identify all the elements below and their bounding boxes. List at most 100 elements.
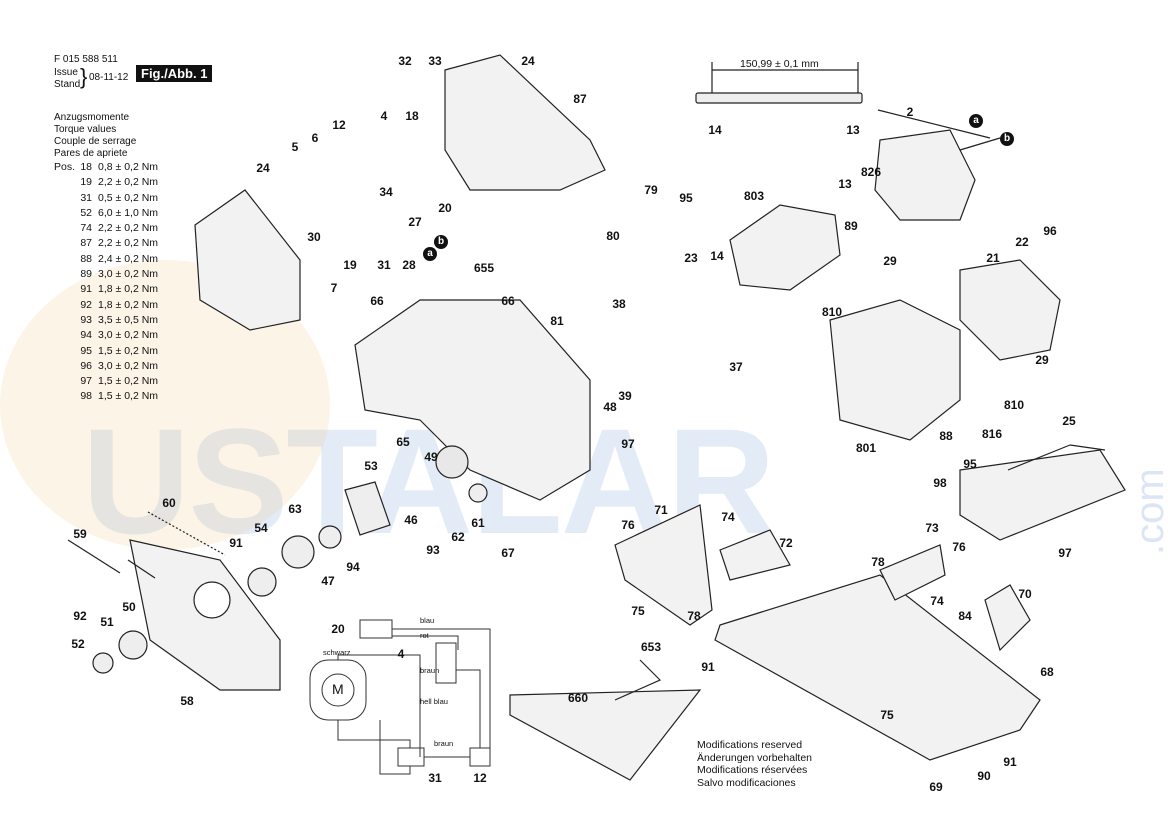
gear bbox=[435, 445, 469, 479]
callout-32: 32 bbox=[398, 54, 412, 68]
callout-27: 27 bbox=[408, 215, 422, 229]
torque-row: 91 1,8 ± 0,2 Nm bbox=[54, 282, 184, 297]
callout-14: 14 bbox=[710, 249, 724, 263]
callout-14: 14 bbox=[708, 123, 722, 137]
callout-31: 31 bbox=[428, 771, 442, 785]
callout-98: 98 bbox=[933, 476, 947, 490]
rip-fence bbox=[509, 689, 702, 781]
torque-value: 6,0 ± 1,0 Nm bbox=[98, 206, 159, 219]
callout-12: 12 bbox=[332, 118, 346, 132]
callout-90: 90 bbox=[977, 769, 991, 783]
washer-61 bbox=[468, 483, 488, 503]
bearing-plate bbox=[247, 567, 277, 597]
bracket-72 bbox=[719, 529, 791, 581]
torque-pos: 18 bbox=[80, 161, 92, 173]
torque-value: 2,4 ± 0,2 Nm bbox=[98, 252, 159, 265]
callout-78: 78 bbox=[871, 555, 885, 569]
torque-pos: 31 bbox=[80, 191, 92, 204]
callout-4: 4 bbox=[380, 109, 388, 123]
callout-91: 91 bbox=[229, 536, 243, 550]
callout-93: 93 bbox=[426, 543, 440, 557]
callout-91: 91 bbox=[701, 660, 715, 674]
callout-803: 803 bbox=[743, 189, 765, 203]
figure-label: Fig./Abb. 1 bbox=[136, 65, 213, 82]
callout-37: 37 bbox=[729, 360, 743, 374]
callout-61: 61 bbox=[471, 516, 485, 530]
callout-84: 84 bbox=[958, 609, 972, 623]
callout-75: 75 bbox=[880, 708, 894, 722]
torque-pos: 92 bbox=[80, 298, 92, 311]
callout-21: 21 bbox=[986, 251, 1000, 265]
torque-pos-label: Pos. bbox=[54, 161, 76, 173]
callout-94: 94 bbox=[346, 560, 360, 574]
callout-69: 69 bbox=[929, 780, 943, 794]
torque-pos: 91 bbox=[80, 283, 92, 296]
callout-81: 81 bbox=[550, 314, 564, 328]
callout-95: 95 bbox=[963, 457, 977, 471]
callout-54: 54 bbox=[254, 521, 268, 535]
callout-48: 48 bbox=[603, 400, 617, 414]
wire-label-rot: rot bbox=[420, 631, 429, 640]
end-cap bbox=[959, 259, 1061, 361]
connection-marker-b: b bbox=[1000, 132, 1014, 146]
torque-pos: 94 bbox=[80, 329, 92, 342]
callout-653: 653 bbox=[640, 640, 662, 654]
callout-38: 38 bbox=[612, 297, 626, 311]
armature-shaft bbox=[695, 92, 863, 104]
torque-value: 3,0 ± 0,2 Nm bbox=[98, 329, 159, 342]
wiring-diagram bbox=[309, 619, 491, 775]
callout-18: 18 bbox=[405, 109, 419, 123]
washer bbox=[92, 652, 114, 674]
callout-71: 71 bbox=[654, 503, 668, 517]
motor-symbol: M bbox=[332, 681, 344, 697]
issue-date: 08-11-12 bbox=[89, 72, 129, 83]
callout-66: 66 bbox=[370, 294, 384, 308]
callout-75: 75 bbox=[631, 604, 645, 618]
hex-key bbox=[614, 659, 662, 701]
callout-59: 59 bbox=[73, 527, 87, 541]
torque-value: 1,5 ± 0,2 Nm bbox=[98, 375, 159, 388]
callout-68: 68 bbox=[1040, 665, 1054, 679]
callout-70: 70 bbox=[1018, 587, 1032, 601]
callout-79: 79 bbox=[644, 183, 658, 197]
callout-20: 20 bbox=[438, 201, 452, 215]
upper-guard bbox=[444, 54, 606, 191]
callout-29: 29 bbox=[1035, 353, 1049, 367]
wire-label-hell-blau: hell blau bbox=[420, 697, 448, 706]
callout-28: 28 bbox=[402, 258, 416, 272]
motor-housing bbox=[829, 299, 961, 441]
outer-flange bbox=[118, 630, 148, 660]
callout-63: 63 bbox=[288, 502, 302, 516]
callout-34: 34 bbox=[379, 185, 393, 199]
callout-30: 30 bbox=[307, 230, 321, 244]
callout-7: 7 bbox=[330, 281, 338, 295]
depth-bracket bbox=[984, 584, 1031, 652]
torque-value: 2,2 ± 0,2 Nm bbox=[98, 222, 159, 235]
callout-50: 50 bbox=[122, 600, 136, 614]
wire-label-blau: blau bbox=[420, 616, 435, 625]
torque-value: 1,8 ± 0,2 Nm bbox=[98, 283, 159, 296]
callout-810: 810 bbox=[821, 305, 843, 319]
callout-801: 801 bbox=[855, 441, 877, 455]
torque-value: 1,5 ± 0,2 Nm bbox=[98, 390, 159, 403]
callout-23: 23 bbox=[684, 251, 698, 265]
base-plate bbox=[714, 574, 1041, 761]
callout-97: 97 bbox=[621, 437, 635, 451]
callout-33: 33 bbox=[428, 54, 442, 68]
modifications-fr: Modifications réservées bbox=[697, 764, 808, 776]
torque-pos: 74 bbox=[80, 222, 92, 235]
callout-2: 2 bbox=[906, 105, 914, 119]
modifications-de: Änderungen vorbehalten bbox=[697, 751, 813, 764]
torque-pos: 97 bbox=[80, 375, 92, 388]
field-stator bbox=[874, 129, 976, 221]
callout-76: 76 bbox=[952, 540, 966, 554]
callout-53: 53 bbox=[364, 459, 378, 473]
